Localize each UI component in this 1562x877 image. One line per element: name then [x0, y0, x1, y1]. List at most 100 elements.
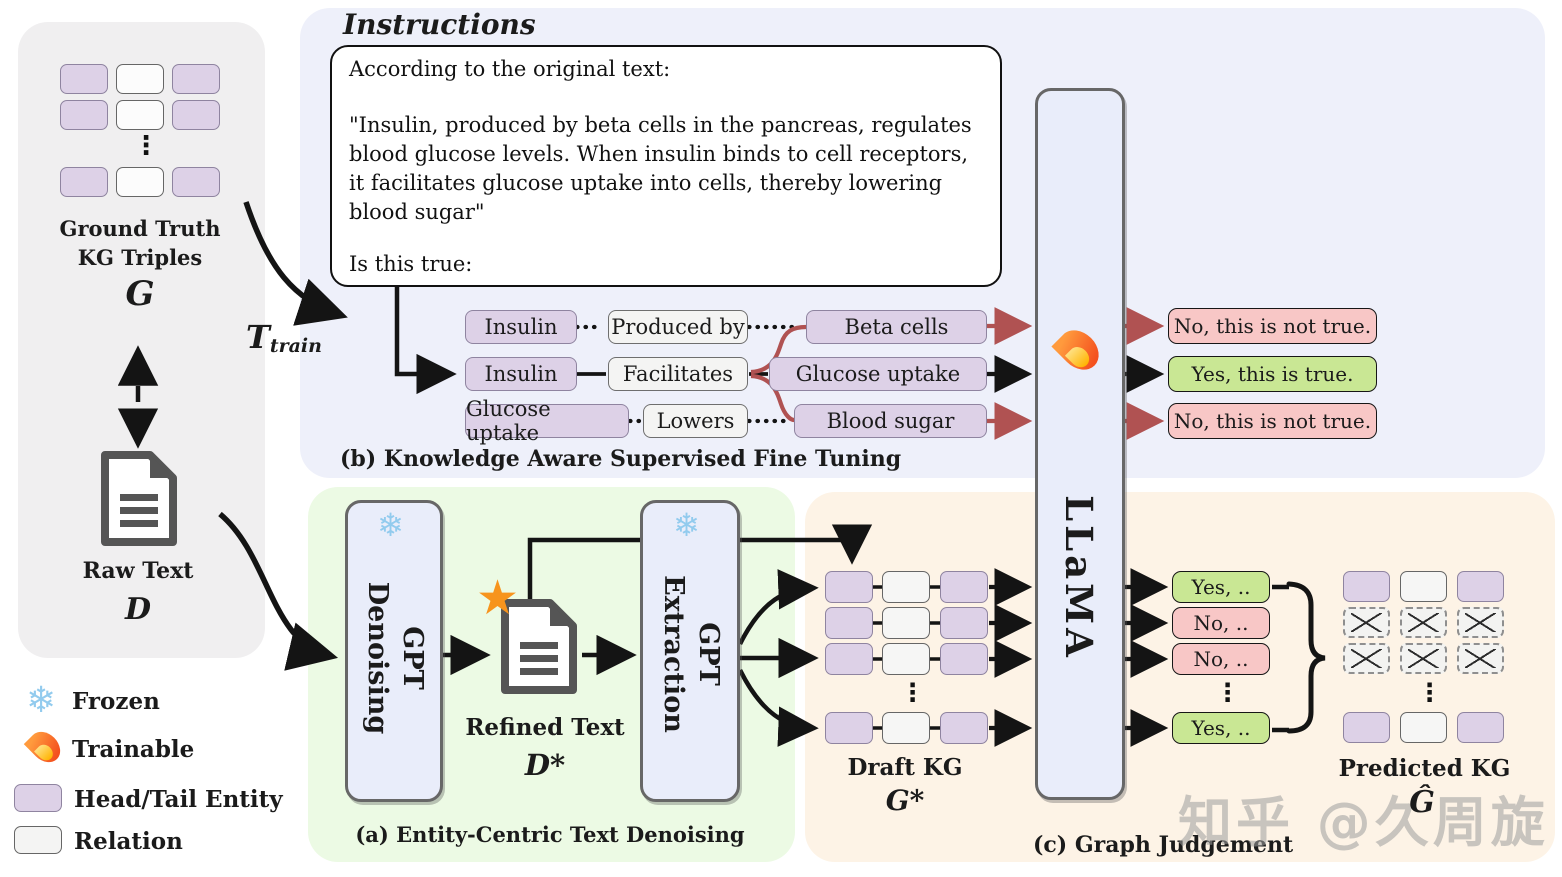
draft-tail-box [940, 571, 988, 603]
draft-head-box [825, 643, 873, 675]
refined-text-label: Refined Text [465, 714, 625, 741]
kg-tail-box [172, 64, 220, 94]
red-fork-down [750, 373, 795, 423]
t-train-symbol: T [246, 318, 270, 356]
t-train-arrow [243, 201, 348, 326]
instructions-to-triple-arrow [394, 284, 457, 395]
triple-head: Glucose uptake [465, 397, 629, 445]
draft-kg-label: Draft KG [847, 754, 963, 781]
legend-entity-label: Head/Tail Entity [74, 786, 283, 813]
draft-kg-symbol: G* [885, 784, 925, 817]
predicted-head-box [1343, 712, 1390, 743]
draft-tail-box [940, 712, 988, 744]
gpt-denoising-box [345, 500, 443, 802]
predicted-relation-box [1400, 571, 1447, 602]
brace [1286, 581, 1326, 734]
snowflake-icon: ❄ [26, 680, 57, 721]
kg-relation-box [116, 167, 164, 197]
draft-head-box [825, 571, 873, 603]
kg-symbol: G [125, 274, 155, 314]
instructions-box: According to the original text: "Insulin… [330, 45, 1002, 287]
legend-frozen-label: Frozen [72, 688, 160, 715]
refined-text-symbol: D* [524, 748, 566, 782]
triple-head: Insulin [465, 357, 577, 391]
judgement-panel [805, 492, 1555, 862]
raw-text-symbol: D [124, 592, 151, 627]
gpt-denoising-line1: GPT [397, 626, 428, 690]
kg-relation-box [116, 100, 164, 130]
triple-head: Insulin [465, 310, 577, 344]
panel-a-caption: (a) Entity-Centric Text Denoising [355, 822, 745, 847]
refined-text-document-icon [501, 599, 577, 694]
red-fork-up [750, 324, 807, 375]
judgement-chip: Yes, .. [1172, 712, 1270, 744]
triple-tail: Blood sugar [794, 404, 987, 438]
prompt-quote: "Insulin, produced by beta cells in the … [349, 113, 972, 224]
t-train-subscript: train [269, 335, 322, 358]
kg-tail-box [172, 167, 220, 197]
draft-relation-box [882, 571, 930, 603]
draft-head-box [825, 607, 873, 639]
instructions-title: Instructions [343, 8, 536, 41]
legend-trainable-label: Trainable [72, 736, 195, 763]
draft-tail-box [940, 643, 988, 675]
draft-relation-box [882, 712, 930, 744]
triple-tail: Beta cells [806, 310, 987, 344]
judgement-sentence: No, this is not true. [1168, 308, 1377, 344]
ground-truth-label-1: Ground Truth [59, 216, 221, 241]
judgement-sentence: No, this is not true. [1168, 403, 1377, 439]
predicted-kg-symbol: Ĝ [1409, 785, 1435, 820]
triple-relation: Produced by [608, 310, 748, 344]
rejected-triple-box [1400, 607, 1447, 638]
llama-label: LLaMA [1057, 495, 1101, 661]
gpt-extraction-line1: GPT [693, 622, 724, 686]
gpt-denoising-label: GPT Denoising [358, 508, 430, 808]
raw-text-label: Raw Text [82, 558, 194, 584]
snowflake-icon: ❄ [673, 506, 700, 544]
predicted-head-box [1343, 571, 1390, 602]
raw-text-document-icon [101, 451, 177, 546]
panel-b-caption: (b) Knowledge Aware Supervised Fine Tuni… [340, 446, 902, 472]
kg-tail-box [172, 100, 220, 130]
draft-relation-box [882, 643, 930, 675]
judgement-sentence: Yes, this is true. [1168, 356, 1377, 392]
rejected-triple-box [1457, 643, 1504, 674]
flame-icon [1051, 322, 1107, 378]
kg-head-box [60, 100, 108, 130]
judgement-chip: No, .. [1172, 643, 1270, 675]
panel-c-caption: (c) Graph Judgement [1033, 832, 1294, 858]
gpt-extraction-label: GPT Extraction [654, 504, 726, 804]
predicted-tail-box [1457, 571, 1504, 602]
draft-tail-box [940, 607, 988, 639]
llama-model-box [1035, 88, 1125, 800]
judgement-chip: No, .. [1172, 607, 1270, 639]
rejected-triple-box [1343, 643, 1390, 674]
ground-truth-label-2: KG Triples [77, 245, 203, 270]
legend-entity-box [14, 784, 62, 812]
prompt-intro: According to the original text: [349, 57, 671, 81]
rejected-triple-box [1343, 607, 1390, 638]
legend-relation-label: Relation [74, 828, 183, 855]
judgement-chip: Yes, .. [1172, 571, 1270, 603]
prompt-question: Is this true: [349, 252, 473, 276]
kg-head-box [60, 167, 108, 197]
ellipsis: ⋮ [133, 131, 159, 161]
predicted-relation-box [1400, 712, 1447, 743]
gpt-extraction-line2: Extraction [658, 575, 689, 733]
ellipsis: ⋮ [900, 678, 925, 707]
triple-tail: Glucose uptake [769, 357, 987, 391]
rawtext-to-denoising-arrow [218, 511, 339, 671]
snowflake-icon: ❄ [377, 506, 404, 544]
ellipsis: ⋮ [1215, 678, 1240, 707]
kg-relation-box [116, 64, 164, 94]
triple-relation: Lowers [643, 404, 748, 438]
kg-head-box [60, 64, 108, 94]
rejected-triple-box [1400, 643, 1447, 674]
draft-relation-box [882, 607, 930, 639]
draft-head-box [825, 712, 873, 744]
triple-relation: Facilitates [608, 357, 748, 391]
rejected-triple-box [1457, 607, 1504, 638]
predicted-kg-label: Predicted KG [1338, 755, 1511, 782]
